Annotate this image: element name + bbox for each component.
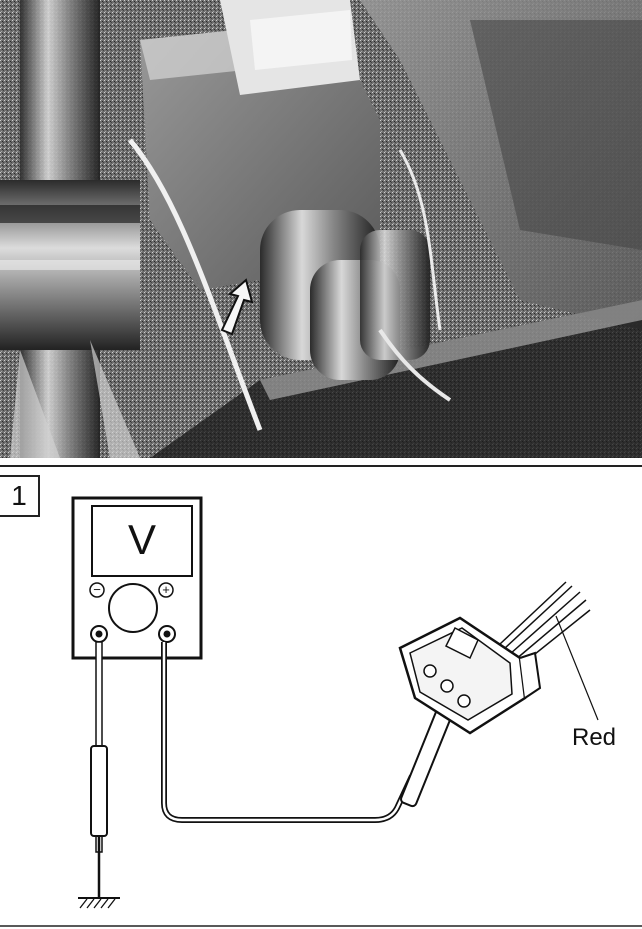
step-number-badge: 1	[0, 475, 40, 517]
ground-icon	[79, 898, 116, 909]
component-photo	[0, 0, 642, 458]
test-diagram	[0, 465, 642, 927]
meter-dial	[108, 583, 158, 633]
direction-arrow-icon	[220, 278, 254, 336]
plus-symbol-circle	[158, 582, 174, 598]
minus-symbol-circle	[89, 582, 105, 598]
wire-label-leader	[555, 615, 599, 721]
negative-probe	[78, 641, 120, 909]
meter-display	[91, 505, 193, 577]
plus-symbol: +	[162, 582, 170, 597]
minus-symbol: −	[93, 582, 101, 597]
wire-color-label: Red	[572, 724, 617, 751]
meter-mode-letter: V	[127, 516, 156, 563]
harness-connector	[398, 581, 599, 735]
multimeter	[71, 496, 203, 660]
